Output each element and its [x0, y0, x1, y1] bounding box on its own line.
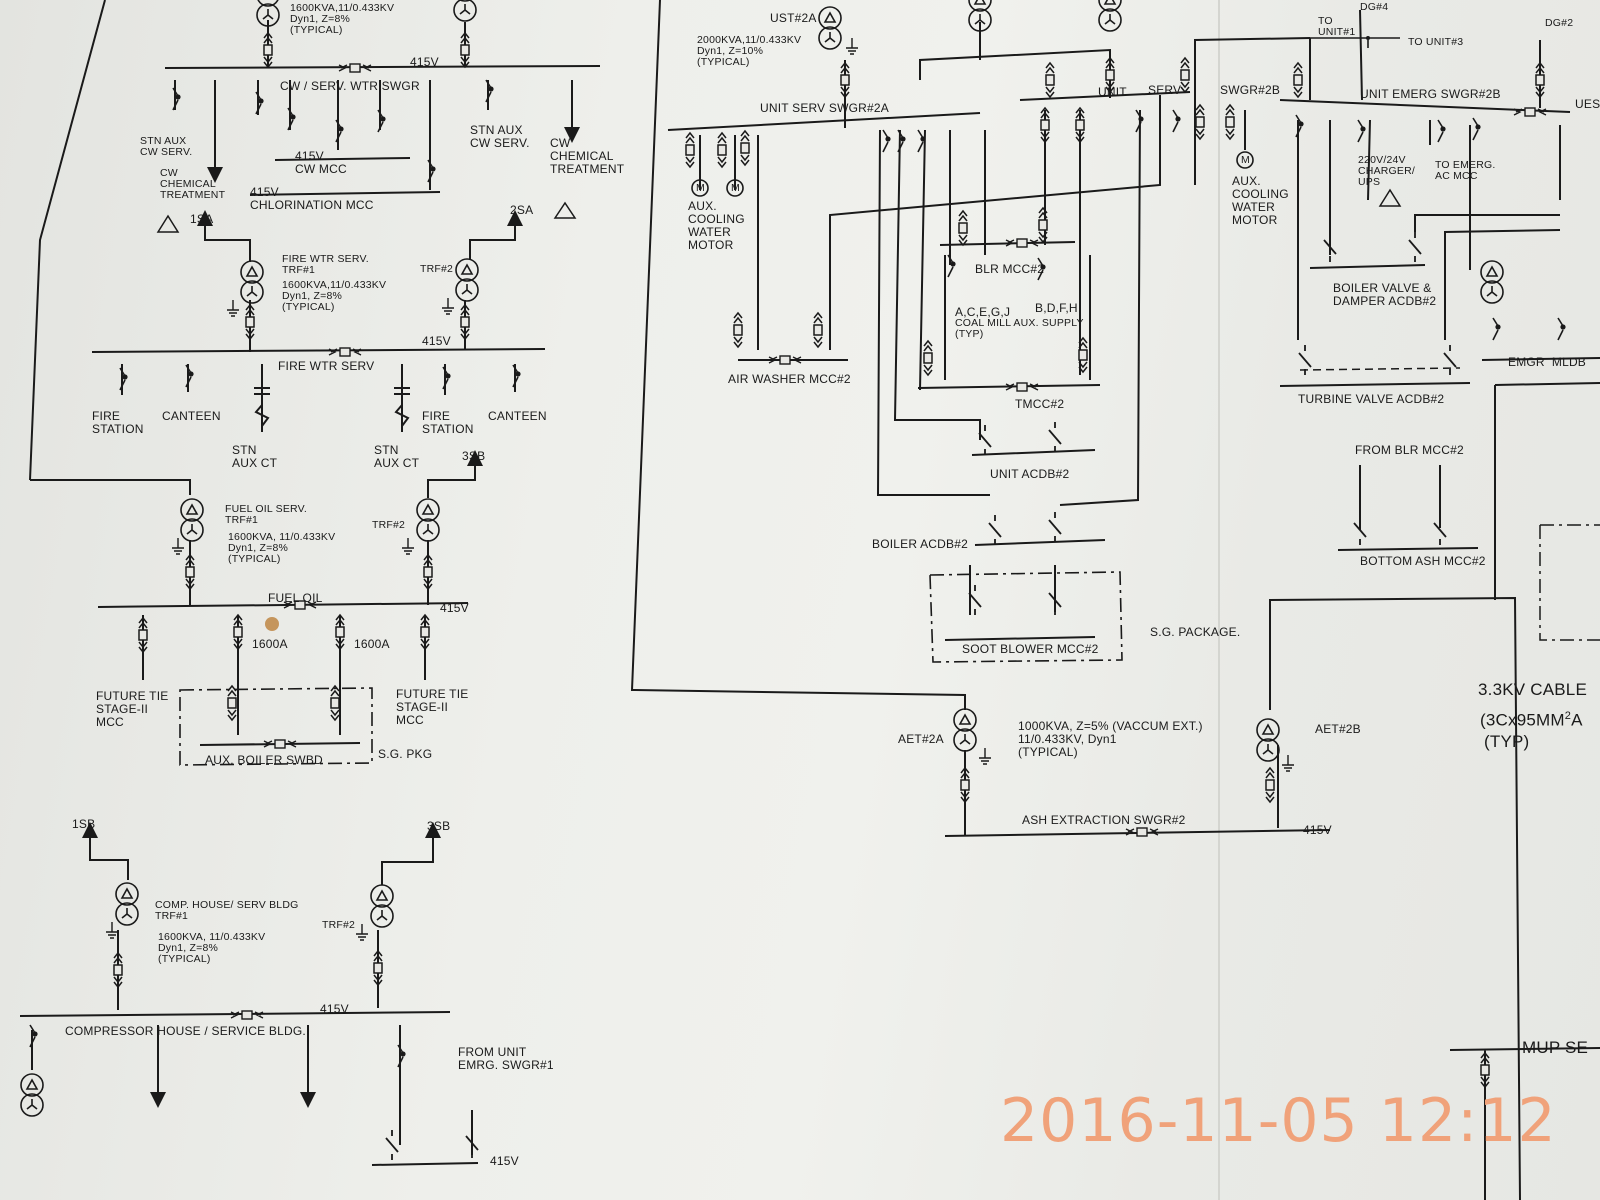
stn-aux-cw-serv-left: STN AUX CW SERV.	[140, 135, 193, 158]
fire-wtr-bus-voltage: 415V	[422, 334, 451, 348]
tmcc-label: TMCC#2	[1015, 397, 1065, 411]
ues-label: UES	[1575, 97, 1600, 111]
stn-aux-ct-right: STN AUX CT	[374, 443, 420, 470]
aet-spec: 1000KVA, Z=5% (VACCUM EXT.) 11/0.433KV, …	[1018, 719, 1203, 759]
mup-label: MUP SE	[1522, 1038, 1589, 1057]
aet-2a-label: AET#2A	[898, 732, 944, 746]
canteen-right: CANTEEN	[488, 409, 547, 423]
stn-aux-cw-serv-right: STN AUX CW SERV.	[470, 123, 530, 150]
future-tie-left: FUTURE TIE STAGE-II MCC	[96, 689, 169, 729]
blr-mcc-label: BLR MCC#2	[975, 262, 1045, 276]
to-unit3-label: TO UNIT#3	[1408, 36, 1464, 48]
fuel-oil-rating-left: 1600A	[252, 637, 288, 651]
from-blr-mcc-label: FROM BLR MCC#2	[1355, 443, 1464, 457]
ref-3sb-fuel: 3SB	[462, 449, 486, 463]
aux-cooling-water-motor-right: AUX. COOLING WATER MOTOR	[1232, 174, 1289, 227]
compressor-house-bus-label: COMPRESSOR HOUSE / SERVICE BLDG.	[65, 1024, 306, 1038]
aux-cooling-water-motor-left: AUX. COOLING WATER MOTOR	[688, 199, 745, 252]
cable-spec-end: A	[1571, 710, 1583, 730]
emgr-mldb-label: EMGR MLDB	[1508, 355, 1587, 369]
coal-mill-groups-right: B,D,F,H	[1035, 301, 1078, 315]
aet-2b-label: AET#2B	[1315, 722, 1361, 736]
fire-wtr-trf2-label: TRF#2	[420, 263, 454, 275]
fire-station-right: FIRE STATION	[422, 409, 474, 436]
coal-mill-aux-supply: COAL MILL AUX. SUPPLY (TYP)	[955, 317, 1084, 340]
aux-boiler-swbd-label: AUX. BOILER SWBD	[205, 753, 323, 767]
fire-wtr-serv-bus-label: FIRE WTR SERV	[278, 359, 375, 373]
air-washer-mcc-label: AIR WASHER MCC#2	[728, 372, 851, 386]
cable-spec-superscript: 2	[1564, 710, 1572, 722]
comp-house-trf1-label: COMP. HOUSE/ SERV BLDG TRF#1	[155, 899, 299, 922]
cw-chemical-treatment-right: CW CHEMICAL TREATMENT	[550, 136, 625, 176]
comp-bus-voltage: 415V	[320, 1002, 349, 1016]
from-unit-emrg-swgr1: FROM UNIT EMRG. SWGR#1	[458, 1045, 554, 1072]
fire-wtr-trf1-spec: 1600KVA,11/0.433KV Dyn1, Z=8% (TYPICAL)	[282, 279, 387, 313]
fuel-oil-trf1-spec: 1600KVA, 11/0.433KV Dyn1, Z=8% (TYPICAL)	[228, 531, 336, 565]
bottom-ash-mcc-label: BOTTOM ASH MCC#2	[1360, 554, 1486, 568]
ust-2a-label: UST#2A	[770, 11, 817, 25]
comp-bottom-voltage: 415V	[490, 1154, 519, 1168]
fuel-oil-bus-voltage: 415V	[440, 601, 469, 615]
charger-ups-label: 220V/24V CHARGER/ UPS	[1358, 154, 1416, 188]
unit-emerg-swgr-2b-label: UNIT EMERG SWGR#2B	[1360, 87, 1501, 101]
future-tie-right: FUTURE TIE STAGE-II MCC	[396, 687, 469, 727]
photo-timestamp: 2016-11-05 12:12	[1000, 1086, 1557, 1156]
fuel-oil-trf1-label: FUEL OIL SERV. TRF#1	[225, 503, 307, 526]
fuel-oil-rating-right: 1600A	[354, 637, 390, 651]
coal-mill-groups-left: A,C,E,G,J	[955, 305, 1011, 319]
cable-3-3kv-label: 3.3KV CABLE	[1478, 680, 1587, 699]
stn-aux-ct-left: STN AUX CT	[232, 443, 278, 470]
sg-pkg-label: S.G. PKG	[378, 747, 433, 761]
cable-typ-label: (TYP)	[1484, 732, 1530, 751]
comp-house-trf2-label: TRF#2	[322, 919, 356, 931]
ref-1sa: 1SA	[190, 212, 214, 226]
boiler-acdb-label: BOILER ACDB#2	[872, 537, 968, 551]
unit-serv-swgr-2b-name: SWGR#2B	[1220, 83, 1281, 97]
ref-3sb-comp: 3SB	[427, 819, 451, 833]
chlorination-mcc-label: 415V CHLORINATION MCC	[250, 185, 374, 212]
fuel-oil-bus-label: FUEL OIL	[268, 591, 323, 605]
unit-acdb-label: UNIT ACDB#2	[990, 467, 1070, 481]
cw-bus-voltage: 415V	[410, 55, 439, 69]
unit-serv-swgr-2a-label: UNIT SERV SWGR#2A	[760, 101, 889, 115]
unit-serv-swgr-2b-unit: UNIT	[1098, 85, 1127, 99]
cable-spec-label: (3Cx95MM2A	[1480, 706, 1583, 731]
cw-serv-wtr-swgr-label: CW / SERV. WTR SWGR	[280, 79, 420, 93]
to-unit1-label: TO UNIT#1	[1318, 15, 1356, 38]
motor-symbol-aux: M	[1241, 154, 1250, 166]
fire-wtr-trf1-label: FIRE WTR SERV. TRF#1	[282, 253, 369, 276]
comp-house-trf1-spec: 1600KVA, 11/0.433KV Dyn1, Z=8% (TYPICAL)	[158, 931, 266, 965]
ref-2sa: 2SA	[510, 203, 534, 217]
dg4-label: DG#4	[1360, 1, 1389, 13]
top-trf-spec: 1600KVA,11/0.433KV Dyn1, Z=8% (TYPICAL)	[290, 2, 395, 36]
fuel-oil-trf2-label: TRF#2	[372, 519, 406, 531]
ust-2a-spec: 2000KVA,11/0.433KV Dyn1, Z=10% (TYPICAL)	[697, 34, 802, 68]
soot-blower-mcc-label: SOOT BLOWER MCC#2	[962, 642, 1099, 656]
motor-symbol-right: M	[731, 182, 740, 194]
sg-package-label: S.G. PACKAGE.	[1150, 625, 1241, 639]
motor-symbol-left: M	[696, 182, 705, 194]
fire-station-left: FIRE STATION	[92, 409, 144, 436]
unit-serv-swgr-2b-serv: SERV	[1148, 83, 1182, 97]
cw-chemical-treatment-left: CW CHEMICAL TREATMENT	[160, 167, 226, 201]
ref-1sb: 1SB	[72, 817, 96, 831]
boiler-valve-damper-acdb-label: BOILER VALVE & DAMPER ACDB#2	[1333, 281, 1437, 308]
paper-fold	[1218, 0, 1220, 1200]
dg2-label: DG#2	[1545, 17, 1574, 29]
to-emerg-ac-mcc-label: TO EMERG. AC MCC	[1435, 159, 1496, 182]
turbine-valve-acdb-label: TURBINE VALVE ACDB#2	[1298, 392, 1445, 406]
canteen-left: CANTEEN	[162, 409, 221, 423]
cable-spec-text: (3Cx95MM	[1480, 710, 1565, 730]
cw-mcc-label: 415V CW MCC	[295, 149, 347, 176]
ash-extraction-swgr-label: ASH EXTRACTION SWGR#2	[1022, 813, 1186, 827]
ash-bus-voltage: 415V	[1303, 823, 1332, 837]
